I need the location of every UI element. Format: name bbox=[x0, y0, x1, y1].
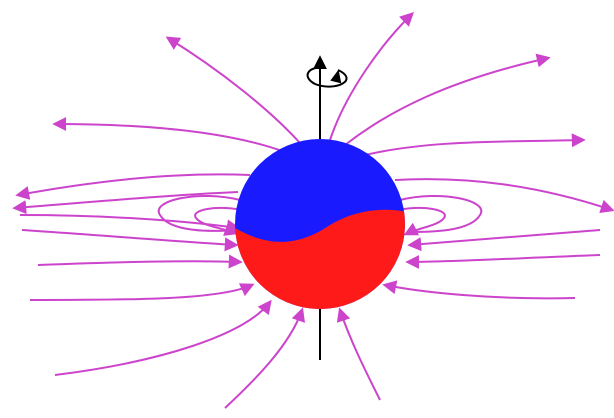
field-line-out-3 bbox=[345, 58, 548, 145]
field-line-out-1 bbox=[168, 38, 300, 143]
field-line-in-1 bbox=[20, 215, 238, 228]
field-line-out-4 bbox=[365, 140, 583, 155]
field-line-in-7 bbox=[340, 310, 380, 400]
field-line-in-9 bbox=[408, 255, 600, 262]
planet-sphere bbox=[230, 130, 420, 320]
rotation-arrow-icon bbox=[308, 67, 347, 86]
field-line-out-7 bbox=[15, 192, 238, 208]
field-line-in-5 bbox=[55, 302, 270, 375]
field-line-in-10 bbox=[410, 230, 600, 245]
field-line-out-6 bbox=[18, 174, 250, 195]
field-line-in-2 bbox=[22, 230, 236, 245]
field-line-out-5 bbox=[55, 124, 285, 152]
field-line-in-3 bbox=[38, 261, 240, 265]
field-line-out-8 bbox=[395, 179, 612, 210]
field-line-out-2 bbox=[330, 14, 412, 140]
field-line-in-8 bbox=[385, 285, 575, 298]
field-line-in-6 bbox=[225, 310, 302, 408]
loop-right-1 bbox=[400, 196, 481, 232]
field-line-in-4 bbox=[30, 285, 252, 300]
